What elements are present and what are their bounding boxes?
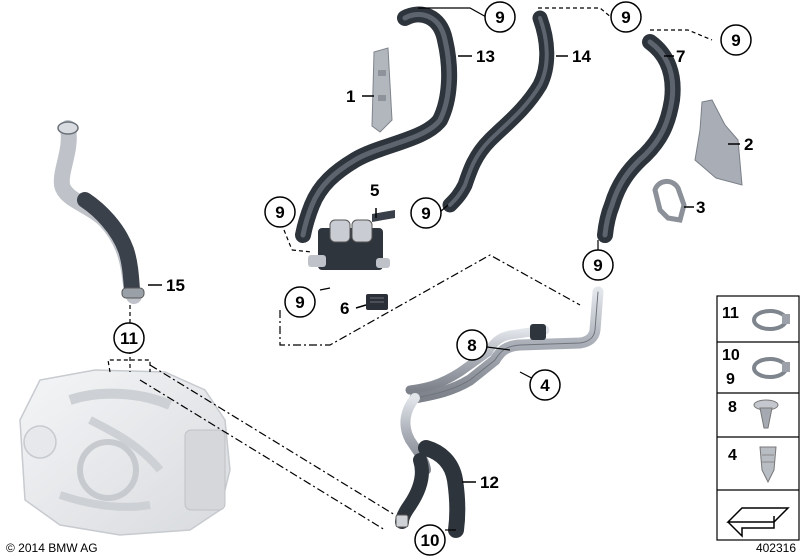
copyright-text: © 2014 BMW AG — [6, 541, 98, 555]
callout-11: 11 — [113, 322, 145, 354]
label-part-5: 5 — [370, 181, 379, 200]
engine-block — [19, 369, 231, 536]
legend-item-10: 10 9 — [722, 347, 790, 388]
circle-callouts: 9 9 9 9 9 9 9 8 — [113, 1, 752, 556]
label-part-14: 14 — [572, 47, 591, 66]
svg-text:9: 9 — [726, 371, 735, 388]
svg-text:9: 9 — [421, 204, 430, 223]
legend-item-11: 11 — [722, 305, 790, 331]
svg-text:8: 8 — [467, 336, 476, 355]
svg-text:9: 9 — [731, 31, 740, 50]
callout-9-valve-bottom: 9 — [284, 286, 316, 318]
bracket-2 — [694, 99, 743, 186]
label-part-3: 3 — [696, 198, 705, 217]
bracket-1 — [371, 47, 393, 133]
label-part-1: 1 — [346, 87, 355, 106]
callout-4: 4 — [529, 369, 561, 401]
svg-text:10: 10 — [421, 531, 440, 550]
part-labels: 1 2 3 5 6 7 12 13 14 15 — [148, 47, 753, 492]
callout-9-valve-left: 9 — [264, 196, 296, 228]
svg-text:9: 9 — [593, 256, 602, 275]
svg-text:4: 4 — [540, 376, 550, 395]
clip-3 — [652, 179, 687, 223]
svg-text:9: 9 — [621, 8, 630, 27]
svg-text:8: 8 — [728, 399, 737, 416]
svg-text:10: 10 — [722, 347, 740, 364]
valve-5 — [308, 210, 395, 270]
legend-panel: 11 10 9 8 4 — [716, 295, 800, 541]
hose-13 — [295, 6, 458, 243]
svg-text:11: 11 — [722, 305, 739, 322]
svg-text:9: 9 — [295, 293, 304, 312]
label-part-7: 7 — [676, 47, 685, 66]
callout-9-top-center: 9 — [610, 1, 642, 33]
diagram-number: 402316 — [756, 541, 796, 555]
svg-text:9: 9 — [495, 8, 504, 27]
part-6 — [366, 294, 388, 310]
label-part-15: 15 — [166, 276, 185, 295]
hose-14 — [442, 10, 555, 213]
callout-10: 10 — [414, 524, 446, 556]
hose-12 — [395, 440, 466, 538]
label-part-2: 2 — [744, 135, 753, 154]
label-part-6: 6 — [340, 299, 349, 318]
callout-9-top-left: 9 — [484, 1, 516, 33]
label-part-12: 12 — [480, 473, 499, 492]
hose-15 — [53, 120, 145, 304]
callout-9-hose7-end: 9 — [582, 249, 614, 281]
svg-text:4: 4 — [728, 447, 737, 464]
svg-text:11: 11 — [120, 329, 138, 348]
legend-arrow-icon — [726, 507, 790, 538]
callout-9-top-right: 9 — [720, 24, 752, 56]
legend-item-4: 4 — [728, 446, 777, 484]
label-part-13: 13 — [476, 47, 495, 66]
hose-7 — [597, 34, 681, 243]
callout-9-valve-right: 9 — [410, 197, 442, 229]
svg-text:9: 9 — [275, 203, 284, 222]
callout-8: 8 — [456, 329, 488, 361]
legend-item-8: 8 — [728, 399, 779, 429]
